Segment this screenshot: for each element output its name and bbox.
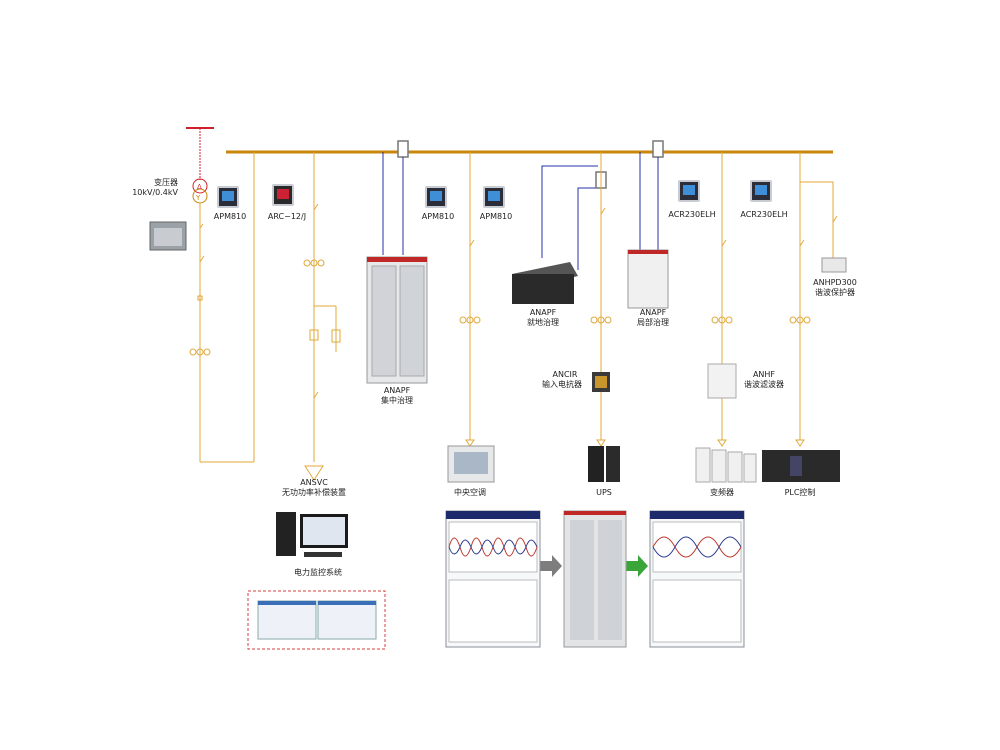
anapf-central-desc: 集中治理 (381, 396, 413, 405)
svg-text:Y: Y (195, 194, 201, 202)
load-plc: PLC控制 (784, 488, 816, 497)
apm810-label: APM810 (213, 212, 247, 221)
anapf-partial-name: ANAPF (639, 308, 667, 317)
current-transformer-icon (189, 348, 211, 356)
ct-wire (382, 152, 404, 255)
transformer-icon: Δ Y (192, 178, 208, 204)
before-screen (445, 510, 541, 648)
monitor-system-label: 电力监控系统 (294, 568, 342, 577)
vfd-units (695, 447, 757, 483)
ancir-reactor (592, 372, 610, 392)
ansvc-desc: 无功功率补偿装置 (282, 488, 346, 497)
current-transformer-icon (711, 316, 733, 324)
current-transformer-icon (789, 316, 811, 324)
arrow-grey (540, 555, 562, 577)
plc-unit (762, 450, 840, 482)
monitoring-workstation (276, 512, 348, 557)
current-transformer-icon (397, 140, 409, 158)
power-meter-icon (750, 180, 772, 202)
breaker-icon (197, 223, 205, 301)
feeder-vfd (717, 152, 727, 447)
anhf-desc: 谐波滤波器 (744, 380, 784, 389)
feeder-central-ac (465, 152, 475, 447)
ct-wire (639, 152, 659, 250)
anapf-partial-desc: 局部治理 (637, 318, 669, 327)
arc12j-label: ARC−12/J (267, 212, 307, 221)
arrow-green (626, 555, 648, 577)
feeder-ups (596, 152, 606, 447)
anapf-cabinet-compare (563, 510, 627, 648)
load-ups: UPS (596, 488, 612, 497)
transformer-title: 变压器 (154, 178, 178, 187)
power-meter-icon (272, 184, 294, 206)
anhpd-name: ANHPD300 (813, 278, 857, 287)
anhf-filter (707, 363, 737, 399)
ups-unit (588, 446, 620, 482)
power-meter-icon (425, 186, 447, 208)
transformer-rating: 10kV/0.4kV (132, 188, 178, 197)
anapf-local-desc: 就地治理 (527, 318, 559, 327)
current-transformer-icon (459, 316, 481, 324)
apm810-label: APM810 (421, 212, 455, 221)
anapf-central-cabinet (366, 256, 428, 384)
anhpd-desc: 谐波保护器 (815, 288, 855, 297)
current-transformer-icon (652, 140, 664, 158)
power-meter-icon (217, 186, 239, 208)
load-vfd: 变频器 (710, 488, 734, 497)
anapf-local-unit (512, 262, 578, 304)
feeder-svc (304, 152, 341, 481)
monitor-screenshot-frame (247, 590, 386, 650)
incoming-supply (186, 127, 214, 180)
anapf-partial-cabinet (627, 249, 669, 309)
ancir-name: ANCIR (552, 370, 578, 379)
current-transformer-icon (590, 316, 612, 324)
power-meter-icon (678, 180, 700, 202)
load-central-ac: 中央空调 (454, 488, 486, 497)
current-transformer-icon (303, 259, 325, 267)
ct-wire (541, 165, 598, 270)
after-screen (649, 510, 745, 648)
acr230elh-label: ACR230ELH (740, 210, 788, 219)
ansvc-name: ANSVC (300, 478, 328, 487)
power-meter-icon (483, 186, 505, 208)
monitor-screenshot (257, 600, 377, 640)
ancir-desc: 输入电抗器 (542, 380, 582, 389)
anapf-central-name: ANAPF (383, 386, 411, 395)
svg-text:Δ: Δ (197, 183, 202, 191)
anapf-local-name: ANAPF (529, 308, 557, 317)
apm810-label: APM810 (479, 212, 513, 221)
anhpd-protector (821, 257, 847, 273)
feeder-plc (795, 152, 838, 447)
central-ac-unit (447, 445, 495, 483)
incoming-feeder (199, 152, 255, 463)
acr230elh-label: ACR230ELH (668, 210, 716, 219)
transformer-device (149, 221, 187, 251)
anhf-name: ANHF (752, 370, 776, 379)
